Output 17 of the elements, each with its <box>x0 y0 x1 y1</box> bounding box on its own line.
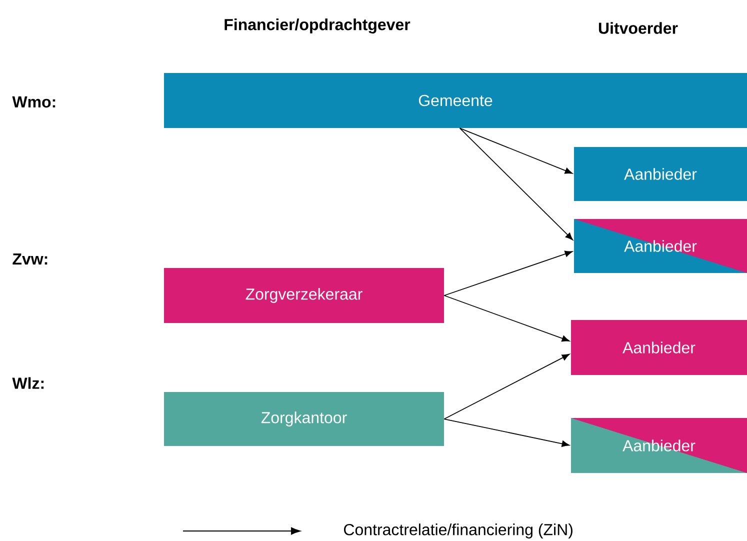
box: Aanbieder <box>571 320 747 375</box>
box: Zorgkantoor <box>164 392 444 446</box>
row-label: Wmo: <box>12 96 56 108</box>
arrow <box>444 418 570 447</box>
arrow <box>459 128 573 174</box>
box: Zorgverzekeraar <box>164 268 444 323</box>
row-label: Wlz: <box>12 377 44 389</box>
arrow <box>444 250 573 296</box>
column-header: Uitvoerder <box>598 22 678 34</box>
row-label: Zvw: <box>12 254 48 264</box>
column-header: Financier/opdrachtgever <box>224 18 410 34</box>
box: Aanbieder <box>574 147 747 201</box>
arrow <box>444 295 570 342</box>
box: Gemeente <box>164 73 747 128</box>
legend-text: Contractrelatie/financiering (ZiN) <box>344 524 572 538</box>
arrow <box>444 354 570 420</box>
arrow <box>459 128 573 240</box>
